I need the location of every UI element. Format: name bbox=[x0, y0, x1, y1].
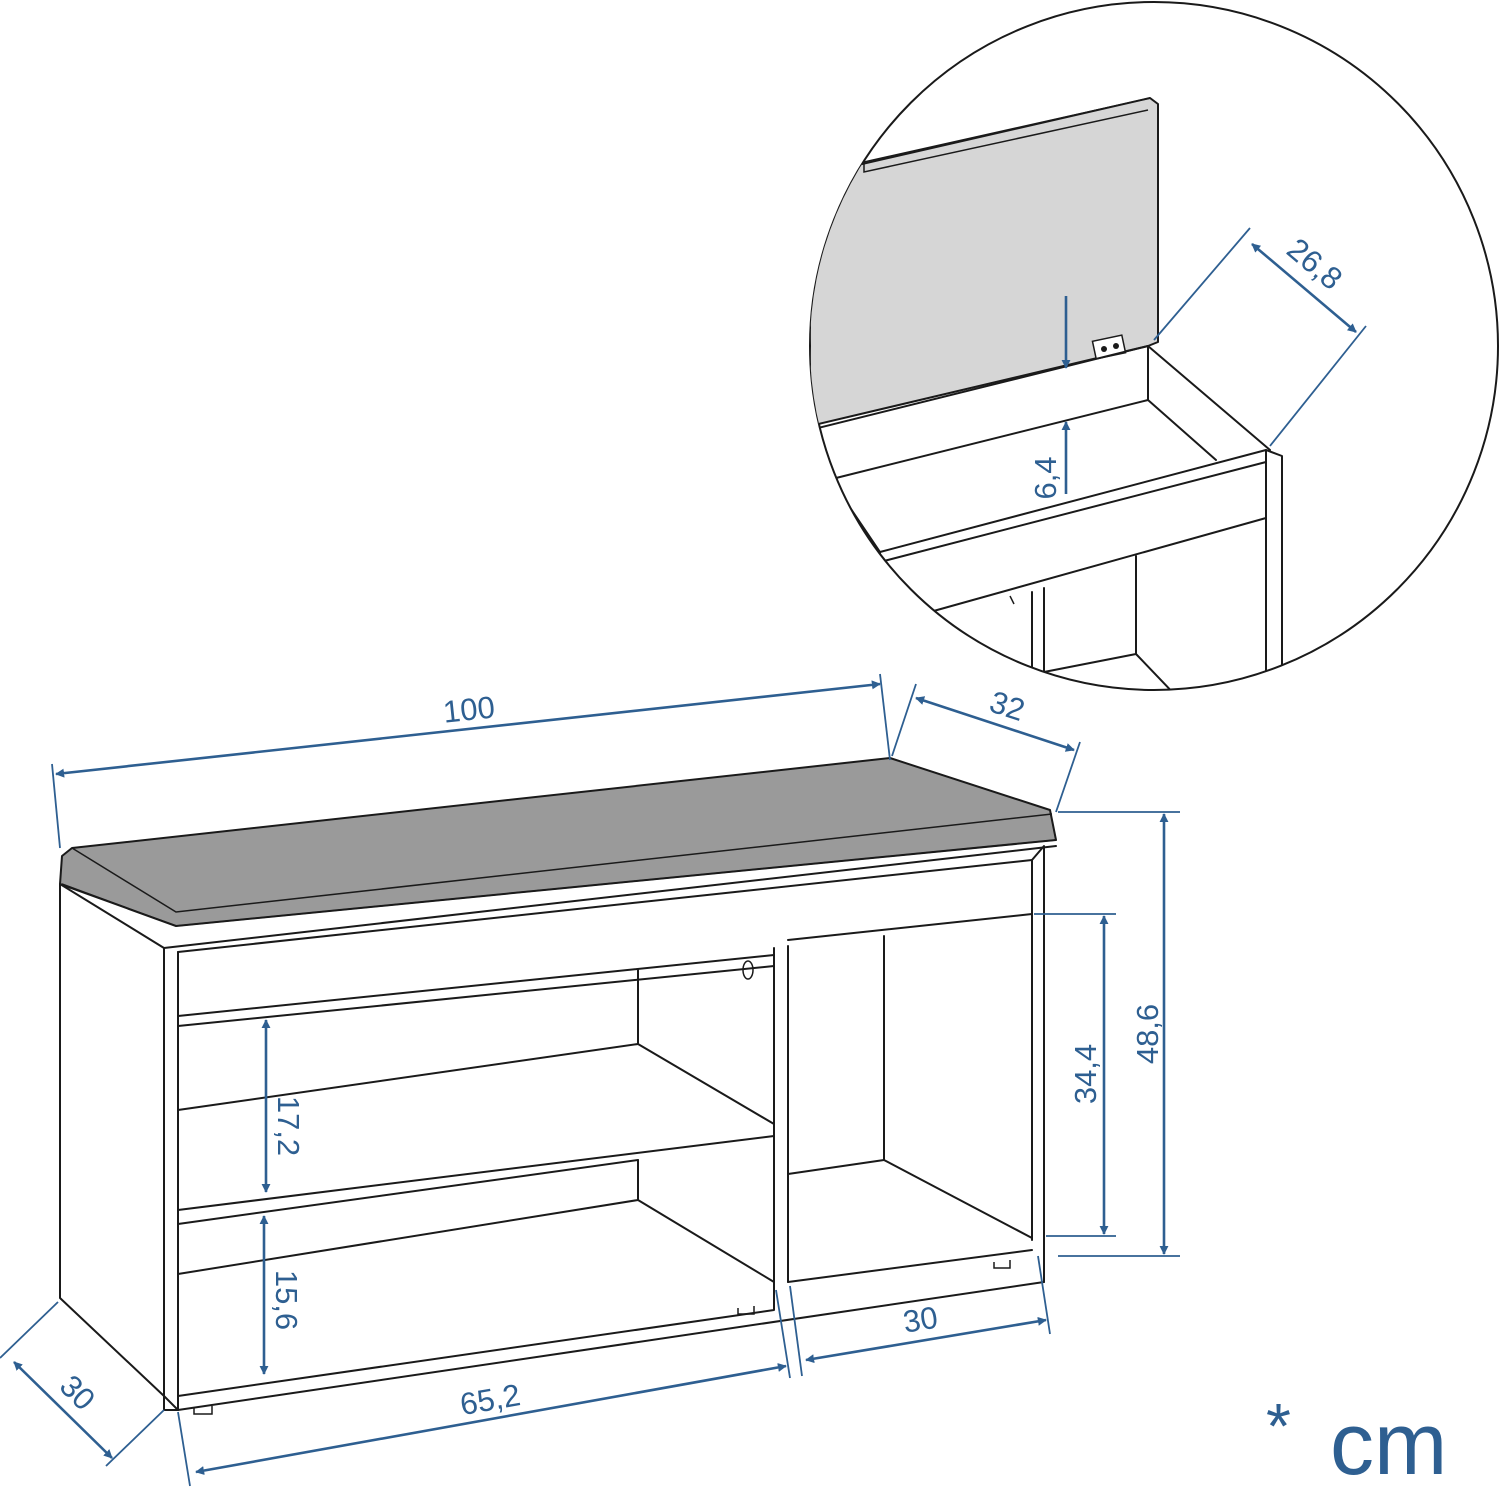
left-side-panel bbox=[59, 883, 165, 1397]
dim-depth-cushion: 32 bbox=[985, 684, 1029, 728]
detail-inset bbox=[809, 1, 1499, 691]
middle-divider bbox=[773, 945, 789, 1287]
dim-depth-side: 30 bbox=[53, 1368, 102, 1417]
dim-height-total: 48,6 bbox=[1130, 1004, 1165, 1064]
dim-width: 100 bbox=[441, 689, 496, 729]
unit-star: * bbox=[1266, 1390, 1291, 1462]
finger-hole bbox=[742, 960, 754, 980]
shelf-lower bbox=[177, 1159, 639, 1225]
shelf-upper bbox=[177, 1043, 775, 1211]
dim-width-right: 30 bbox=[901, 1300, 941, 1340]
bench-body bbox=[59, 757, 1057, 1415]
seat-cushion bbox=[59, 757, 1057, 927]
unit-text: cm bbox=[1330, 1394, 1447, 1492]
unit-label: * cm bbox=[1266, 1390, 1447, 1492]
dim-shelf-lower: 15,6 bbox=[269, 1270, 304, 1330]
dim-shelf-upper: 17,2 bbox=[271, 1096, 306, 1156]
dim-storage-depth: 6,4 bbox=[1028, 456, 1063, 499]
dim-height-compartment: 34,4 bbox=[1068, 1044, 1103, 1104]
